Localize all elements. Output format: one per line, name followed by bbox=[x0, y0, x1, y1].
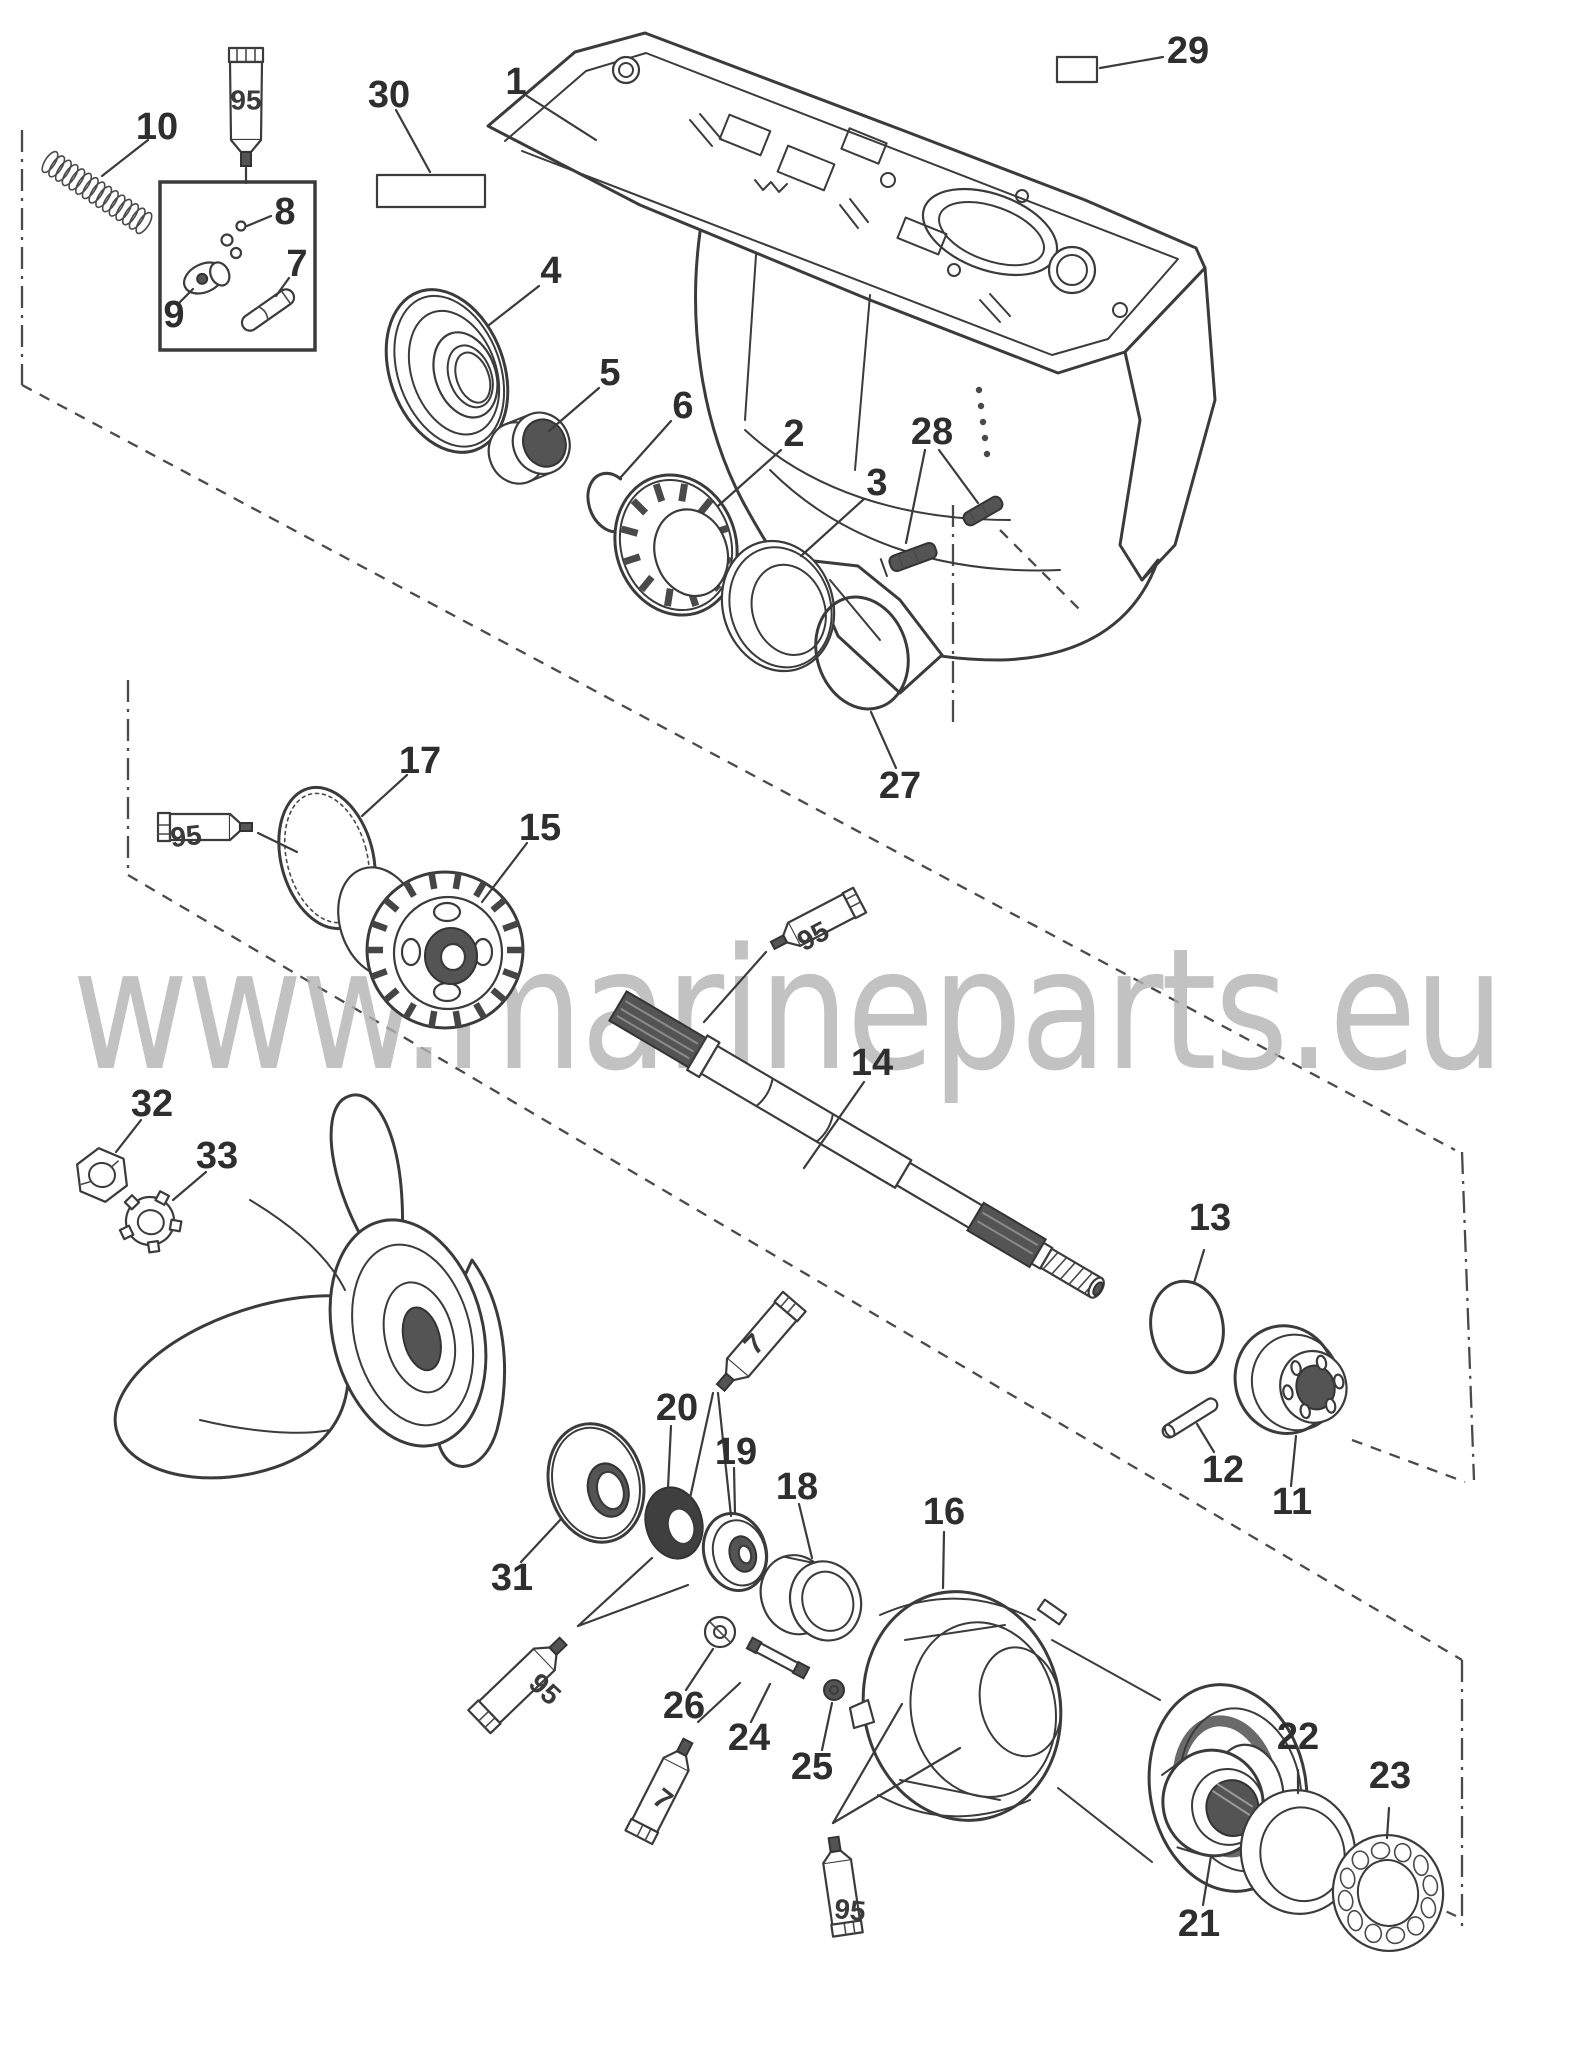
part-9-cam bbox=[182, 261, 231, 295]
callout-32: 32 bbox=[131, 1083, 173, 1125]
callout-1: 1 bbox=[505, 61, 526, 103]
part-27-o-ring bbox=[814, 595, 910, 711]
part-13-o-ring bbox=[1149, 1279, 1225, 1375]
part-8-ball bbox=[235, 220, 247, 232]
callout-31: 31 bbox=[491, 1557, 533, 1599]
callout-20: 20 bbox=[656, 1387, 698, 1429]
callout-30: 30 bbox=[368, 74, 410, 116]
callout-15: 15 bbox=[519, 807, 561, 849]
part-2-tapered-bearing bbox=[613, 473, 739, 617]
callout-4: 4 bbox=[540, 250, 561, 292]
callout-25: 25 bbox=[791, 1746, 833, 1788]
part-28-pins bbox=[879, 495, 1004, 578]
callout-28: 28 bbox=[911, 411, 953, 453]
callout-16: 16 bbox=[923, 1491, 965, 1533]
part-8-ball bbox=[229, 246, 243, 260]
callout-13: 13 bbox=[1189, 1197, 1231, 1239]
callout-29: 29 bbox=[1167, 30, 1209, 72]
callout-21: 21 bbox=[1178, 1903, 1220, 1945]
part-32-prop-nut bbox=[76, 1147, 128, 1203]
tube-label-0: 95 bbox=[230, 85, 261, 116]
part-18-bushing bbox=[759, 1554, 863, 1642]
callout-8: 8 bbox=[274, 191, 295, 233]
part-21-bearing bbox=[1161, 1748, 1266, 1858]
part-15-forward-gear bbox=[337, 866, 525, 1030]
callout-12: 12 bbox=[1202, 1449, 1244, 1491]
part-24-anode-screw bbox=[745, 1636, 811, 1680]
part-5-sleeve bbox=[487, 411, 571, 485]
inset-box bbox=[158, 180, 317, 352]
part-3-bearing-race bbox=[720, 539, 836, 673]
vent-hole-dots bbox=[975, 386, 991, 458]
leader-lines bbox=[100, 55, 1391, 1907]
part-12-cross-pin bbox=[1161, 1397, 1219, 1439]
part-14-prop-shaft bbox=[608, 989, 1105, 1299]
lube-tubes bbox=[156, 46, 868, 1938]
watermark-text: www.marineparts.eu bbox=[72, 912, 1502, 1108]
callout-2: 2 bbox=[783, 413, 804, 455]
callout-19: 19 bbox=[715, 1431, 757, 1473]
callout-10: 10 bbox=[136, 106, 178, 148]
callout-9: 9 bbox=[163, 294, 184, 336]
part-25-nut bbox=[823, 1679, 845, 1701]
tube-label-1: 95 bbox=[169, 819, 203, 853]
callout-14: 14 bbox=[851, 1042, 893, 1084]
callout-27: 27 bbox=[879, 765, 921, 807]
part-26-cap bbox=[703, 1615, 737, 1649]
tube-label-4: 95 bbox=[833, 1893, 867, 1927]
part-23-thrust-bearing bbox=[1331, 1833, 1445, 1953]
part-20-seal bbox=[644, 1486, 704, 1560]
propeller bbox=[113, 1093, 506, 1480]
part-29-plate bbox=[1055, 55, 1099, 84]
part-8-ball bbox=[220, 233, 234, 247]
part-7-pin bbox=[240, 288, 296, 332]
part-31-thrust-washer bbox=[546, 1422, 646, 1544]
callout-11: 11 bbox=[1272, 1481, 1312, 1523]
callout-3: 3 bbox=[866, 462, 887, 504]
callout-18: 18 bbox=[776, 1466, 818, 1508]
part-10-spring bbox=[41, 150, 153, 235]
callout-7: 7 bbox=[286, 243, 307, 285]
callout-17: 17 bbox=[399, 740, 441, 782]
callout-6: 6 bbox=[672, 385, 693, 427]
part-33-tab-washer bbox=[118, 1190, 183, 1254]
part-19-seal bbox=[701, 1511, 769, 1593]
part-11-sliding-clutch bbox=[1233, 1324, 1348, 1435]
part-4-bearing-carrier bbox=[384, 288, 510, 454]
gearcase-housing bbox=[486, 31, 1217, 695]
callout-22: 22 bbox=[1277, 1716, 1319, 1758]
callout-26: 26 bbox=[663, 1685, 705, 1727]
callout-33: 33 bbox=[196, 1135, 238, 1177]
callout-5: 5 bbox=[599, 352, 620, 394]
part-22-washer bbox=[1239, 1789, 1357, 1915]
callout-23: 23 bbox=[1369, 1755, 1411, 1797]
callout-24: 24 bbox=[728, 1717, 770, 1759]
part-30-plate bbox=[375, 173, 487, 209]
